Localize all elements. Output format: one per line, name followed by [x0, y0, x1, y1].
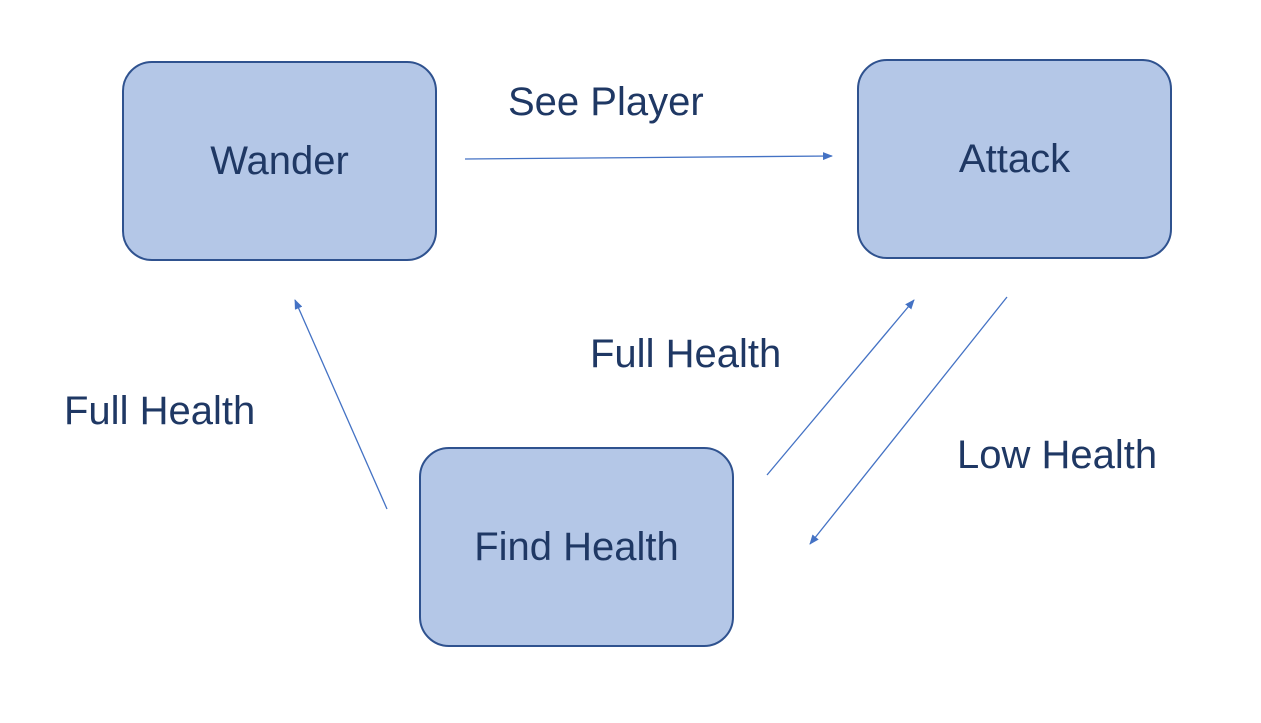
state-find-health: Find Health: [419, 447, 734, 647]
label-low-health: Low Health: [957, 433, 1158, 477]
arrow-wander-to-attack: [464, 152, 833, 161]
state-wander-label: Wander: [210, 138, 349, 183]
state-wander: Wander: [122, 61, 437, 261]
label-full-health-to-attack: Full Health: [590, 332, 782, 376]
label-see-player: See Player: [508, 80, 704, 124]
state-attack-label: Attack: [958, 136, 1071, 181]
label-full-health-to-wander: Full Health: [64, 389, 256, 433]
arrow-find-health-to-attack: [766, 299, 915, 476]
state-attack: Attack: [857, 59, 1172, 259]
arrow-attack-to-find-health: [809, 296, 1008, 545]
arrow-find-health-to-wander: [294, 299, 388, 510]
state-find-health-label: Find Health: [474, 524, 679, 569]
